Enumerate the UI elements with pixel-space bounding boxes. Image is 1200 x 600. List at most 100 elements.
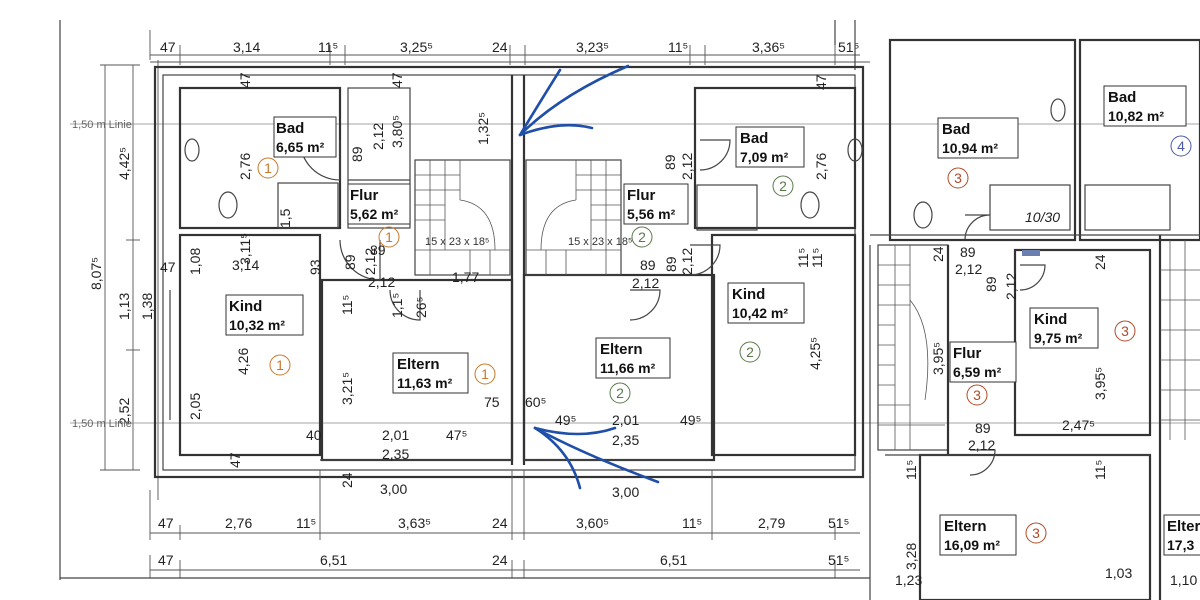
room-label-bad1: Bad 6,65 m² <box>273 116 337 158</box>
svg-text:49⁵: 49⁵ <box>555 412 576 428</box>
unit-marker-number: 4 <box>1177 138 1185 154</box>
room-label-eltern4: Elter 17,3 <box>1163 514 1200 556</box>
top-dim-2: 11⁵ <box>318 39 338 55</box>
stair-unit-2: 15 x 23 x 18⁵ <box>526 160 633 275</box>
svg-text:49⁵: 49⁵ <box>680 412 701 428</box>
bottom1-dim-5: 3,60⁵ <box>576 515 609 531</box>
svg-text:Bad: Bad <box>276 120 304 137</box>
svg-text:Eltern: Eltern <box>600 341 643 358</box>
unit-marker-number: 2 <box>616 385 624 401</box>
unit-marker-number: 1 <box>481 366 489 382</box>
unit-marker-number: 3 <box>1032 525 1040 541</box>
top-dim-7: 3,36⁵ <box>752 39 785 55</box>
unit-marker-number: 2 <box>779 178 787 194</box>
svg-text:6,59 m²: 6,59 m² <box>953 364 1002 380</box>
svg-text:9,75 m²: 9,75 m² <box>1034 330 1083 346</box>
top-dim-4: 24 <box>492 39 508 55</box>
right-wing-walls <box>869 38 1200 600</box>
bottom1-dim-4: 24 <box>492 515 508 531</box>
top-dim-6: 11⁵ <box>668 39 688 55</box>
svg-text:60⁵: 60⁵ <box>525 394 546 410</box>
wall-bad2 <box>693 86 857 230</box>
unit-marker-number: 3 <box>973 387 981 403</box>
room-label-flur3: Flur 6,59 m² <box>949 341 1017 383</box>
bottom1-dim-7: 2,79 <box>758 515 785 531</box>
svg-text:17,3: 17,3 <box>1167 537 1194 553</box>
svg-text:Flur: Flur <box>953 345 981 362</box>
svg-text:47: 47 <box>237 72 253 88</box>
svg-text:2,76: 2,76 <box>237 153 253 180</box>
unit-marker-number: 1 <box>385 229 393 245</box>
svg-text:1,10: 1,10 <box>1170 572 1197 588</box>
unit-marker-circle <box>966 384 988 406</box>
svg-text:1,23: 1,23 <box>895 572 922 588</box>
svg-text:89: 89 <box>975 420 991 436</box>
left-dim-2: 1,13 <box>116 293 132 320</box>
inner-dimensions: 47 2,76 47 3,80⁵ 2,12 89 1,32⁵ 1,08 3,11… <box>160 72 1197 588</box>
svg-text:89: 89 <box>662 154 678 170</box>
stair-1-label: 15 x 23 x 18⁵ <box>425 236 490 248</box>
svg-text:47: 47 <box>160 259 176 275</box>
svg-text:10,94 m²: 10,94 m² <box>942 140 998 156</box>
bottom2-dim-1: 6,51 <box>320 552 347 568</box>
room-label-eltern1: Eltern 11,63 m² <box>392 352 469 394</box>
svg-text:Flur: Flur <box>627 187 655 204</box>
svg-text:3,11⁵: 3,11⁵ <box>237 233 253 265</box>
line-150-upper-label: 1,50 m Linie <box>72 119 132 131</box>
svg-text:75: 75 <box>484 394 500 410</box>
svg-text:11⁵: 11⁵ <box>1092 460 1108 480</box>
svg-text:Kind: Kind <box>1034 311 1067 328</box>
pen-stroke-3 <box>518 123 594 137</box>
svg-text:11,66 m²: 11,66 m² <box>600 360 656 376</box>
svg-text:40: 40 <box>306 427 322 443</box>
left-dim-1: 4,42⁵ <box>116 147 132 180</box>
wall-kind1 <box>178 233 322 457</box>
svg-text:47: 47 <box>813 74 829 90</box>
room-label-kind3: Kind 9,75 m² <box>1029 307 1099 349</box>
bottom1-dim-1: 2,76 <box>225 515 252 531</box>
unit-marker-circle <box>378 226 400 248</box>
svg-text:10,32 m²: 10,32 m² <box>229 317 285 333</box>
pen-stroke-5 <box>533 426 660 484</box>
svg-text:93: 93 <box>307 259 323 275</box>
svg-text:3,95⁵: 3,95⁵ <box>930 342 946 375</box>
unit-marker-circle <box>947 167 969 189</box>
bottom1-dim-8: 51⁵ <box>828 515 849 531</box>
svg-text:2,35: 2,35 <box>612 432 639 448</box>
svg-text:2,01: 2,01 <box>612 412 639 428</box>
left-dim-0: 8,07⁵ <box>88 257 104 290</box>
top-dim-1: 3,14 <box>233 39 260 55</box>
svg-text:10,82 m²: 10,82 m² <box>1108 108 1164 124</box>
svg-text:1,77: 1,77 <box>452 269 479 285</box>
svg-text:2,47⁵: 2,47⁵ <box>1062 417 1095 433</box>
pen-stroke-6 <box>533 426 617 436</box>
svg-text:2,01: 2,01 <box>382 427 409 443</box>
svg-text:89: 89 <box>370 242 386 258</box>
room-label-kind1: Kind 10,32 m² <box>225 294 304 336</box>
pen-stroke-1 <box>518 64 630 137</box>
stair-2-box <box>525 159 622 276</box>
svg-text:26⁵: 26⁵ <box>413 297 429 318</box>
room-label-flur2: Flur 5,56 m² <box>623 183 689 225</box>
svg-text:10/30: 10/30 <box>1025 209 1060 225</box>
svg-text:3,21⁵: 3,21⁵ <box>339 372 355 405</box>
left-dim-4: 2,52 <box>116 398 132 425</box>
unit-marker-number: 1 <box>264 160 272 176</box>
room-label-bad3: Bad 10,94 m² <box>937 117 1019 159</box>
unit-marker-circle <box>474 363 496 385</box>
svg-text:47: 47 <box>389 72 405 88</box>
svg-text:Eltern: Eltern <box>397 356 440 373</box>
svg-text:89: 89 <box>983 276 999 292</box>
stair-unit-3 <box>878 245 945 450</box>
top-dim-3: 3,25⁵ <box>400 39 433 55</box>
interior-walls <box>169 75 857 465</box>
pen-annotations <box>518 64 660 490</box>
svg-text:16,09 m²: 16,09 m² <box>944 537 1000 553</box>
bottom1-dim-6: 11⁵ <box>682 515 702 531</box>
svg-text:3,28: 3,28 <box>903 543 919 570</box>
pen-stroke-2 <box>518 68 562 137</box>
svg-text:Elter: Elter <box>1167 518 1200 535</box>
svg-text:89: 89 <box>960 244 976 260</box>
meter-mark <box>1022 250 1040 256</box>
